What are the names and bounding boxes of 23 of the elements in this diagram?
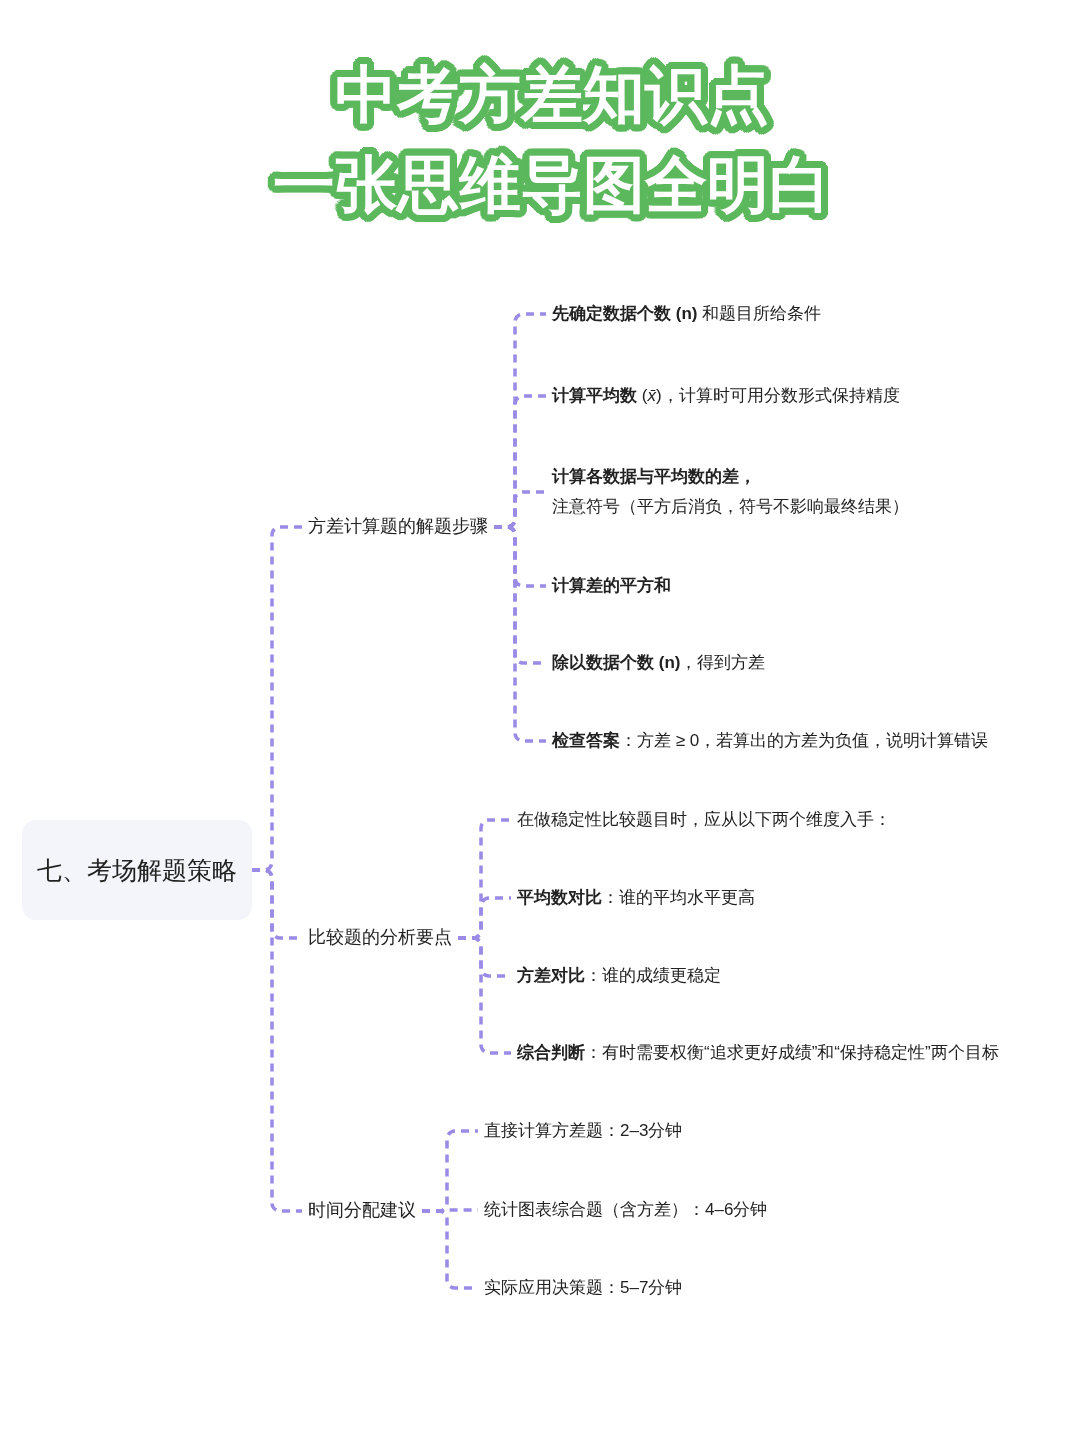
branch-title: 比较题的分析要点 bbox=[308, 926, 452, 950]
subtopic-text: 平均数对比：谁的平均水平更高 bbox=[517, 887, 755, 910]
subtopic-text: 先确定数据个数 (n) 和题目所给条件 bbox=[552, 303, 822, 326]
subtopic-text: 除以数据个数 (n)，得到方差 bbox=[552, 652, 766, 675]
subtopic-text: 计算差的平方和 bbox=[552, 575, 671, 598]
title: 中考方差知识点一张思维导图全明白 bbox=[269, 50, 835, 230]
subtopic-text: 统计图表综合题（含方差）：4–6分钟 bbox=[484, 1199, 768, 1222]
subtopic-text: 方差对比：谁的成绩更稳定 bbox=[517, 965, 721, 988]
subtopic-text: 注意符号（平方后消负，符号不影响最终结果） bbox=[552, 496, 909, 518]
branch-title: 方差计算题的解题步骤 bbox=[308, 515, 488, 539]
topic-box bbox=[22, 820, 252, 920]
subtopic-text: 检查答案：方差 ≥ 0，若算出的方差为负值，说明计算错误 bbox=[552, 730, 989, 753]
subtopic-text: 综合判断：有时需要权衡“追求更好成绩”和“保持稳定性”两个目标 bbox=[517, 1042, 999, 1065]
subtopic-text: 直接计算方差题：2–3分钟 bbox=[484, 1120, 683, 1143]
subtopic-text: 计算平均数 (x̄)，计算时可用分数形式保持精度 bbox=[552, 385, 900, 408]
connector-line bbox=[252, 868, 302, 1213]
connector-line bbox=[494, 525, 546, 743]
topic-text: 七、考场解题策略 bbox=[37, 854, 237, 886]
branch-title: 时间分配建议 bbox=[308, 1199, 416, 1223]
connector-line bbox=[458, 936, 511, 1055]
subtopic-text: 实际应用决策题：5–7分钟 bbox=[484, 1277, 683, 1300]
subtopic-heading: 计算各数据与平均数的差， bbox=[552, 466, 757, 488]
subtopic-text: 在做稳定性比较题目时，应从以下两个维度入手： bbox=[517, 809, 891, 832]
